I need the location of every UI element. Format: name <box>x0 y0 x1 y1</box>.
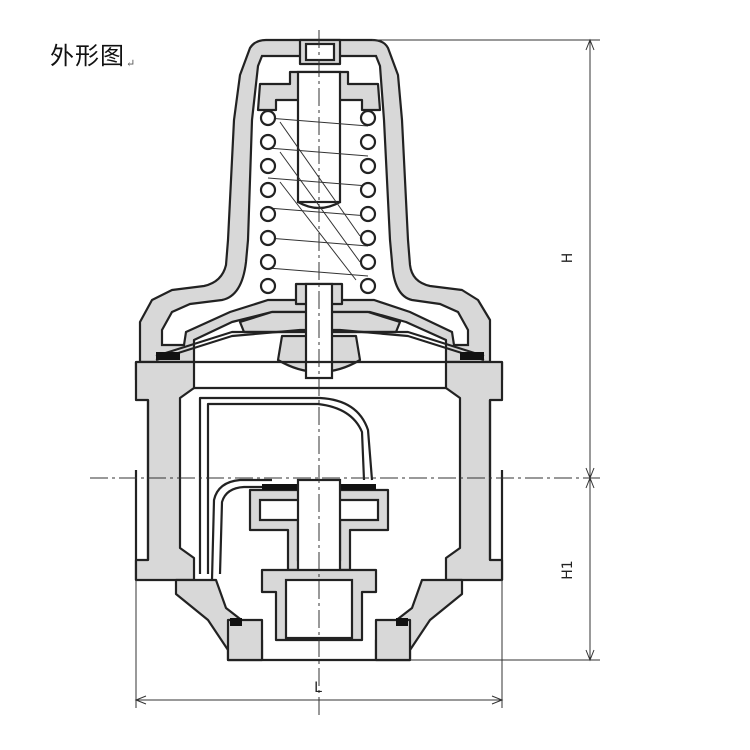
dim-label-h1: H1 <box>560 560 576 579</box>
pilot-tube <box>198 396 374 581</box>
page-title: 外形图↵ <box>50 36 136 71</box>
dim-label-l: L <box>314 680 322 696</box>
dim-label-h: H <box>560 253 576 264</box>
valve-body <box>134 360 504 662</box>
dimension-h: H <box>372 38 600 480</box>
spring-coil-right <box>359 109 377 295</box>
spring-coil-left <box>259 109 277 295</box>
dimension-h1: H1 <box>410 476 600 662</box>
spring <box>259 109 377 295</box>
title-text: 外形图 <box>50 42 125 70</box>
dimension-l: L <box>134 580 504 708</box>
paragraph-mark: ↵ <box>126 57 137 70</box>
